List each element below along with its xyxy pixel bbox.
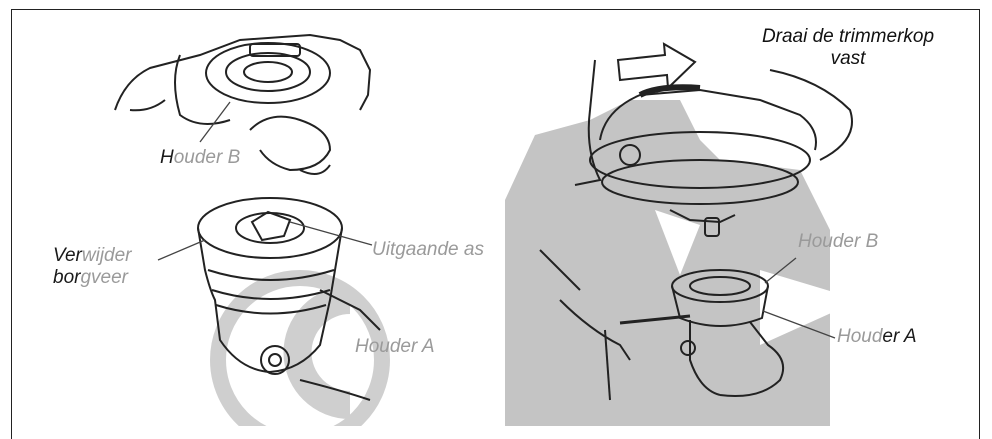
label-houder-b-right: Houder B xyxy=(798,232,878,252)
watermark-slab xyxy=(505,100,860,426)
label-verwijder: Verwijder xyxy=(53,246,132,266)
label-houder-a-right: Houder A xyxy=(837,327,917,347)
label-uitgaande-as: Uitgaande as xyxy=(372,240,484,260)
label-verwijder-light: wijder xyxy=(82,245,132,266)
label-verwijder-dark: Ver xyxy=(53,245,82,266)
hand-holding-cap xyxy=(115,35,370,174)
instruction-title-line1: Draai de trimmerkop xyxy=(738,26,958,48)
leader-borgveer xyxy=(158,240,205,260)
label-borgveer: borgveer xyxy=(53,268,128,288)
label-houder-b-top: Houder B xyxy=(160,148,240,168)
label-houder-a-right-dark: er A xyxy=(882,326,916,347)
label-borgveer-light: gveer xyxy=(80,267,128,288)
instruction-title: Draai de trimmerkop vast xyxy=(738,26,958,70)
label-houder-b-top-rest: ouder B xyxy=(174,147,241,168)
label-houder-a-left: Houder A xyxy=(355,337,435,357)
label-houder-a-right-light: Houd xyxy=(837,326,882,347)
label-borgveer-dark: bor xyxy=(53,267,80,288)
instruction-title-line2: vast xyxy=(738,48,958,70)
label-houder-b-top-first: H xyxy=(160,147,174,168)
rotate-arrow-icon xyxy=(618,44,695,88)
